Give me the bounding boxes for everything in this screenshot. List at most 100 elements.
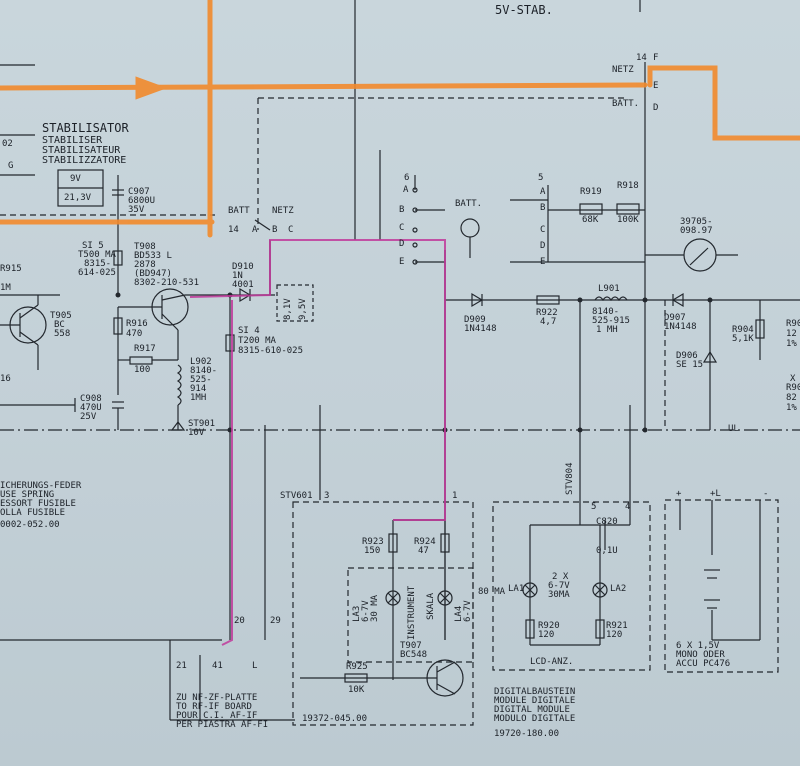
wire: [436, 683, 456, 695]
t908-alt: (BD947): [134, 269, 172, 279]
meter-needle: [689, 247, 709, 266]
sw-right-b: B: [540, 203, 546, 213]
r917-resistor: [129, 356, 153, 365]
pin-l: L: [252, 661, 258, 671]
wire: [161, 294, 186, 301]
box-bottom-label: 21,3V: [64, 193, 92, 203]
edge-label: 12: [786, 329, 797, 339]
conn-5: 5: [591, 502, 597, 512]
switch-arm: [254, 219, 271, 231]
junction: [642, 427, 648, 433]
si4-fuse: [225, 334, 235, 352]
t908-type: BD533 L: [134, 251, 172, 261]
box-top-label: 9V: [70, 174, 81, 184]
r925-name: R925: [346, 662, 368, 672]
la3-lamp: [385, 590, 401, 606]
la2-name: LA2: [610, 584, 627, 594]
skala-label: SKALA: [426, 592, 436, 620]
stabilizer-line: STABILISER: [42, 135, 103, 146]
d907-diode: [671, 292, 684, 308]
stabilizer-title: STABILISATOR: [42, 121, 129, 135]
fuse-line: OLLA FUSIBLE: [0, 508, 66, 518]
page-title: 5V-STAB.: [495, 3, 553, 17]
v81-label: 8,1V: [283, 298, 293, 320]
r920-value: 120: [538, 630, 555, 640]
sw-right-a: A: [540, 187, 546, 197]
t907-name: T907: [400, 641, 422, 651]
wire: [19, 331, 39, 346]
sw-right-d: D: [540, 241, 546, 251]
d910-v1: 1N: [232, 271, 243, 281]
t908-part: 8302-210-531: [134, 278, 200, 288]
edge-label: X: [790, 374, 796, 384]
r923-name: R923: [362, 537, 384, 547]
la4-v2: 80 MA: [478, 587, 506, 597]
d910-v2: 4001: [232, 280, 254, 290]
nf-line: PER PIASTRA AF-FI: [176, 720, 269, 730]
stabilizer-line: STABILIZZATORE: [42, 155, 127, 166]
wire: [436, 661, 456, 673]
r904-name: R904: [732, 325, 754, 335]
fuse-line: ESSORT FUSIBLE: [0, 499, 76, 509]
digital-line: MODULO DIGITALE: [494, 714, 576, 724]
sw-left-e: E: [399, 257, 405, 267]
switch-batt: BATT: [228, 206, 250, 216]
d906-value: SE 15: [676, 360, 704, 370]
pin-21: 21: [176, 661, 187, 671]
la-voltage: 6-7V: [548, 581, 570, 591]
tr-14: 14: [636, 53, 647, 63]
sw-left-d: D: [399, 239, 405, 249]
junction: [115, 292, 121, 298]
stabilizer-line: STABILISATEUR: [42, 145, 121, 156]
sw-left-6: 6: [404, 173, 410, 183]
c908-value: 470U: [80, 403, 102, 413]
battery-v1: 6 X 1,5V: [676, 641, 720, 651]
la4-v1: 6-7V: [463, 600, 473, 622]
l901-v3: 1 MH: [596, 325, 618, 335]
junction: [707, 297, 713, 303]
r919-name: R919: [580, 187, 602, 197]
l902-name: L902: [190, 357, 212, 367]
lcd-label: LCD-ANZ.: [530, 657, 574, 667]
l901-v1: 8140-: [592, 307, 620, 317]
l902-v4: 1MH: [190, 393, 207, 403]
d909-value: 1N4148: [464, 324, 497, 334]
t905-v1: BC: [54, 320, 65, 330]
highlight-arrow: [135, 76, 168, 100]
stv804-label: STV804: [565, 462, 575, 495]
r921-resistor: [595, 619, 605, 639]
voltage-box-right: [276, 284, 314, 322]
wire: [19, 304, 39, 319]
battery-box: [664, 499, 779, 673]
lcd-box: [492, 501, 651, 671]
c907-value: 6800U: [128, 196, 156, 206]
t908-name: T908: [134, 242, 156, 252]
junction: [642, 297, 648, 303]
r916-value: 470: [126, 329, 143, 339]
la-current: 30MA: [548, 590, 570, 600]
tr-d: D: [653, 103, 659, 113]
pin-41: 41: [212, 661, 223, 671]
module-code: 19372-045.00: [302, 714, 368, 724]
sw-right-c: C: [540, 225, 546, 235]
c908-voltage: 25V: [80, 412, 97, 422]
sw-right-5: 5: [538, 173, 544, 183]
r917-value: 100: [134, 365, 151, 375]
battery-v2: MONO ODER: [676, 650, 725, 660]
l902-coil: [176, 364, 182, 406]
r916-resistor: [113, 317, 123, 335]
si5-value: T500 MA: [78, 250, 116, 260]
t907-value: BC548: [400, 650, 428, 660]
edge-label: G: [8, 161, 14, 171]
highlight-orange: [0, 82, 648, 91]
l902-v3: 914: [190, 384, 207, 394]
r920-name: R920: [538, 621, 560, 631]
lamp-cross: [524, 584, 536, 596]
highlight-pink: [189, 239, 446, 521]
switch-a: A: [252, 225, 258, 235]
pin-20: 20: [234, 616, 245, 626]
si5-part: 8315-: [84, 259, 112, 269]
st901-name: ST901: [188, 419, 216, 429]
